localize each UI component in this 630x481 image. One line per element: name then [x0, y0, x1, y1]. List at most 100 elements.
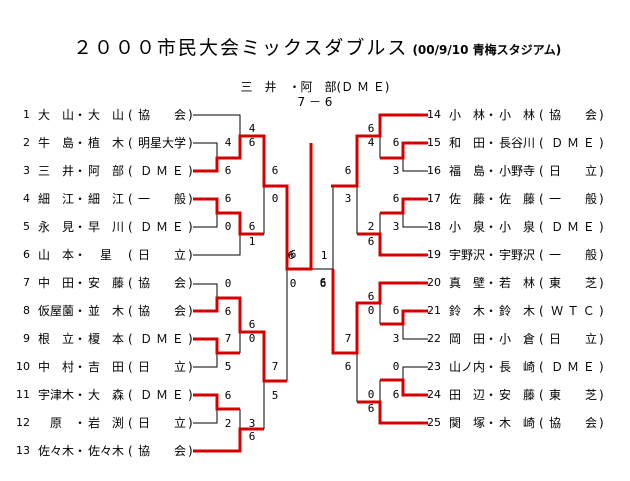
- game-score: 2: [367, 220, 375, 233]
- player-1: 宇津木: [38, 388, 75, 402]
- game-score: 3: [392, 332, 400, 345]
- game-score: 0: [367, 304, 375, 317]
- pair-separator: ・: [74, 276, 87, 290]
- club-open-paren: (: [539, 416, 544, 430]
- player-2: 星: [88, 248, 125, 262]
- player-2: 吉 田: [88, 360, 125, 374]
- champion-name: 三 井 ・阿 部(Ｄ Ｍ Ｅ): [240, 80, 390, 94]
- player-2: 鈴 木: [499, 304, 536, 318]
- club-close-paren: ): [188, 192, 193, 206]
- seed-number: 12: [16, 416, 30, 429]
- club-name: 東 芝: [548, 276, 597, 290]
- seed-number: 10: [16, 360, 30, 373]
- club-open-paren: (: [128, 108, 133, 122]
- club-name: 日 立: [137, 360, 186, 374]
- game-score: 4: [248, 122, 256, 135]
- seed-number: 15: [427, 136, 441, 149]
- player-2: 大 森: [88, 388, 125, 402]
- player-2: 大 山: [88, 108, 125, 122]
- player-2: 小 倉: [499, 332, 536, 346]
- game-score: 6: [289, 248, 297, 261]
- game-score: 0: [224, 277, 232, 290]
- seed-number: 13: [16, 444, 30, 457]
- player-1: 原: [38, 416, 75, 430]
- game-score: 7: [344, 332, 352, 345]
- club-close-paren: ): [188, 444, 193, 458]
- pair-separator: ・: [485, 360, 498, 374]
- game-score: 6: [367, 402, 375, 415]
- page-title: ２０００市民大会ミックスダブルス(00/9/10 青梅スタジアム): [73, 33, 561, 60]
- club-close-paren: ): [599, 108, 604, 122]
- player-1: 山 本: [38, 248, 75, 262]
- club-name: Ｄ Ｍ Ｅ: [140, 220, 184, 234]
- club-open-paren: (: [539, 136, 544, 150]
- club-name: 日 立: [548, 332, 597, 346]
- player-2: 阿 部: [88, 164, 125, 178]
- seed-number: 8: [23, 304, 30, 317]
- game-score: 4: [224, 136, 232, 149]
- game-score: 1: [320, 249, 328, 262]
- pair-separator: ・: [485, 416, 498, 430]
- club-close-paren: ): [188, 136, 193, 150]
- club-open-paren: (: [128, 360, 133, 374]
- player-2: 佐々木: [88, 444, 125, 458]
- club-open-paren: (: [128, 304, 133, 318]
- club-open-paren: (: [128, 136, 133, 150]
- club-name: 日 立: [137, 248, 186, 262]
- club-close-paren: ): [188, 304, 193, 318]
- game-score: 6: [392, 136, 400, 149]
- tournament-date-venue: (00/9/10 青梅スタジアム): [412, 43, 562, 57]
- game-score: 6: [392, 388, 400, 401]
- club-name: Ｗ Ｔ Ｃ: [551, 304, 595, 318]
- game-score: 6: [319, 276, 327, 289]
- club-close-paren: ): [188, 248, 193, 262]
- pair-separator: ・: [74, 360, 87, 374]
- club-open-paren: (: [128, 332, 133, 346]
- club-name: 一 般: [548, 248, 597, 262]
- club-name: Ｄ Ｍ Ｅ: [140, 164, 184, 178]
- club-open-paren: (: [128, 164, 133, 178]
- club-name: Ｄ Ｍ Ｅ: [551, 220, 595, 234]
- club-open-paren: (: [128, 276, 133, 290]
- player-2: 長谷川: [499, 136, 536, 150]
- club-name: 協 会: [137, 108, 186, 122]
- game-score: 6: [224, 192, 232, 205]
- player-1: 山ノ内: [449, 360, 486, 374]
- seed-number: 1: [23, 108, 30, 121]
- player-2: 岩 渕: [88, 416, 125, 430]
- game-score: 6: [367, 122, 375, 135]
- club-close-paren: ): [599, 136, 604, 150]
- seed-number: 21: [427, 304, 441, 317]
- club-close-paren: ): [188, 164, 193, 178]
- player-2: 小 林: [499, 108, 536, 122]
- club-open-paren: (: [128, 388, 133, 402]
- game-score: 5: [224, 360, 232, 373]
- club-name: 協 会: [137, 276, 186, 290]
- club-close-paren: ): [599, 220, 604, 234]
- game-score: 0: [367, 388, 375, 401]
- game-score: 5: [271, 389, 279, 402]
- seed-number: 9: [23, 332, 30, 345]
- club-name: Ｄ Ｍ Ｅ: [551, 136, 595, 150]
- game-score: 2: [224, 417, 232, 430]
- pair-separator: ・: [74, 192, 87, 206]
- player-1: 田 辺: [449, 388, 486, 402]
- game-score: 6: [287, 249, 295, 262]
- player-1: 佐々木: [38, 444, 75, 458]
- tournament-title: ２０００市民大会ミックスダブルス: [73, 37, 409, 59]
- club-close-paren: ): [188, 276, 193, 290]
- player-1: 宇野沢: [449, 248, 486, 262]
- club-open-paren: (: [539, 360, 544, 374]
- pair-separator: ・: [485, 276, 498, 290]
- player-1: 岡 田: [449, 332, 486, 346]
- seed-number: 19: [427, 248, 441, 261]
- seed-number: 14: [427, 108, 441, 121]
- player-1: 細 江: [38, 192, 75, 206]
- club-close-paren: ): [599, 164, 604, 178]
- player-2: 長 崎: [499, 360, 536, 374]
- player-2: 植 木: [88, 136, 125, 150]
- seed-number: 11: [16, 388, 30, 401]
- club-open-paren: (: [539, 108, 544, 122]
- pair-separator: ・: [74, 248, 87, 262]
- game-score: 0: [271, 192, 279, 205]
